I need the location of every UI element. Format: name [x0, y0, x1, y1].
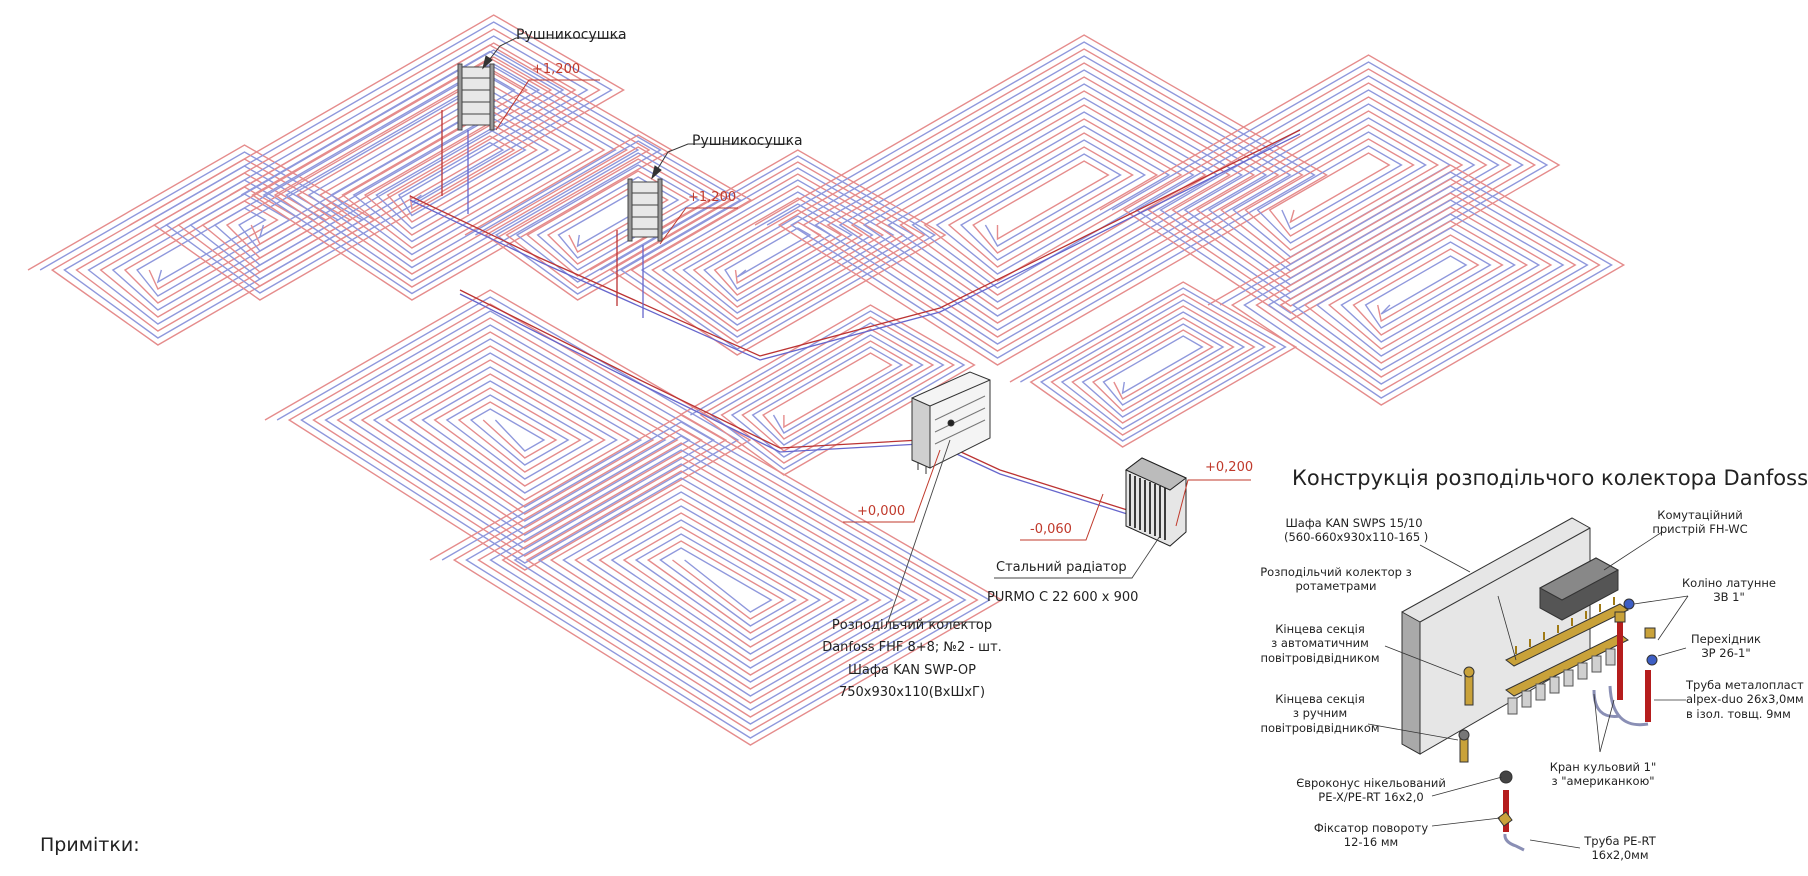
label-line: з автоматичним [1271, 636, 1369, 651]
label-line: alpex-duo 26x3,0мм [1686, 692, 1804, 707]
cabinet-label: Шафа KAN SWPS 15/10 (560-660x930x110-165… [1284, 516, 1429, 545]
end-manual-label: Кінцева секція з ручним повітровідвідник… [1250, 692, 1390, 735]
label-line: Шафа KAN SWPS 15/10 [1285, 516, 1423, 530]
label-line: Перехідник [1691, 632, 1761, 646]
fixer-label: Фіксатор повороту 12-16 мм [1306, 821, 1436, 850]
supply-loop [679, 304, 976, 476]
leaders [482, 37, 790, 180]
label-line: в ізол. товщ. 9мм [1686, 706, 1791, 721]
towel-rail-label: Рушникосушка [516, 27, 627, 43]
collector-line: Шафа KAN SWP-OP [848, 662, 976, 678]
supply-loop [129, 14, 625, 301]
label-line: Кінцева секція [1275, 692, 1365, 706]
label-line: Кран кульовий 1" [1549, 760, 1657, 774]
supply-loop [754, 34, 1329, 366]
towel-rail-icon [457, 63, 495, 131]
pipe-metalplast-label: Труба металопласт alpex-duo 26x3,0мм в і… [1686, 678, 1804, 721]
ball-valve-label: Кран кульовий 1" з "американкою" [1538, 760, 1668, 789]
radiator-icon [1125, 457, 1187, 547]
label-line: 16x2,0мм [1591, 848, 1649, 863]
supply-loop [464, 134, 753, 301]
level-mark: +0,200 [1205, 460, 1254, 475]
label-line: 12-16 мм [1343, 835, 1399, 850]
level-mark: +0,000 [857, 504, 906, 519]
label-line: з ручним [1292, 706, 1348, 721]
label-line: ЗВ 1" [1713, 590, 1745, 605]
elbow-label: Коліно латунне ЗВ 1" [1674, 576, 1784, 605]
adapter-label: Перехідник ЗР 26-1" [1676, 632, 1776, 661]
switch-box-icon [1538, 557, 1620, 621]
supply-loop [1009, 281, 1298, 448]
label-line: Євроконус нікельований [1296, 776, 1446, 790]
collector-line: 750x930x110(ВхШхГ) [838, 684, 986, 700]
towel-rail-label: Рушникосушка [692, 133, 803, 149]
label-line: Труба PE-RT [1584, 834, 1656, 848]
return-loop [600, 155, 937, 350]
level-mark: -0,060 [1030, 522, 1072, 537]
label-line: (560-660x930x110-165 ) [1284, 530, 1429, 545]
return-loop [141, 21, 613, 294]
label-line: повітровідвідником [1260, 720, 1380, 735]
return-loop [240, 50, 662, 295]
switch-label: Комутаційний пристрій FH-WC [1640, 508, 1760, 537]
collector-line: Розподільчий колектор [831, 618, 993, 633]
radiator-name: Стальний радіатор [996, 560, 1127, 575]
label-line: Труба металопласт [1686, 678, 1804, 692]
return-loop [1111, 61, 1549, 314]
level-leaders [495, 79, 1251, 541]
collector-cabinet-icon [911, 371, 991, 474]
return-loop [475, 140, 742, 295]
pipe-pert-label: Труба PE-RT 16x2,0мм [1570, 834, 1670, 863]
collector-line: Danfoss FHF 8+8; №2 - шт. [822, 640, 1002, 656]
supply-loop [229, 44, 674, 301]
label-line: Коліно латунне [1682, 576, 1776, 590]
detail-title: Конструкція розподільчого колектора Danf… [1292, 466, 1808, 490]
label-line: з "американкою" [1551, 774, 1655, 789]
level-mark: +1,200 [532, 62, 581, 77]
end-auto-label: Кінцева секція з автоматичним повітровід… [1250, 622, 1390, 665]
supply-loop [429, 414, 1004, 746]
supply-loop [589, 149, 947, 356]
trunk-pipes [409, 110, 1301, 530]
return-loop [1219, 171, 1614, 399]
supply-loop [1207, 164, 1626, 406]
label-line: ЗР 26-1" [1701, 646, 1751, 661]
supply-loop [1099, 54, 1561, 321]
notes-heading: Примітки: [40, 834, 140, 856]
end-section-icon [1458, 666, 1475, 763]
label-line: PE-X/PE-RT 16x2,0 [1318, 790, 1424, 805]
towel-rail-icon [627, 178, 663, 242]
label-line: Фіксатор повороту [1313, 821, 1429, 835]
manifold-label: Розподільчий колектор з ротаметрами [1256, 565, 1416, 594]
label-line: ротаметрами [1295, 579, 1377, 594]
label-line: пристрій FH-WC [1652, 522, 1748, 537]
label-line: Комутаційний [1657, 508, 1743, 522]
label-line: Розподільчий колектор з [1260, 565, 1412, 579]
return-loop [441, 421, 991, 739]
collector-detail-drawing [1401, 517, 1658, 852]
radiator-model: PURMO C 22 600 x 900 [987, 590, 1139, 605]
return-loop [1020, 287, 1287, 442]
euroconus-label: Євроконус нікельований PE-X/PE-RT 16x2,0 [1296, 776, 1446, 805]
level-mark: +1,200 [688, 190, 737, 205]
label-line: Кінцева секція [1275, 622, 1365, 636]
label-line: повітровідвідником [1260, 650, 1380, 665]
manifold-icon [1505, 597, 1629, 715]
collector-label: Розподільчий колектор Danfoss FHF 8+8; №… [812, 618, 1012, 701]
return-loop [690, 310, 966, 470]
